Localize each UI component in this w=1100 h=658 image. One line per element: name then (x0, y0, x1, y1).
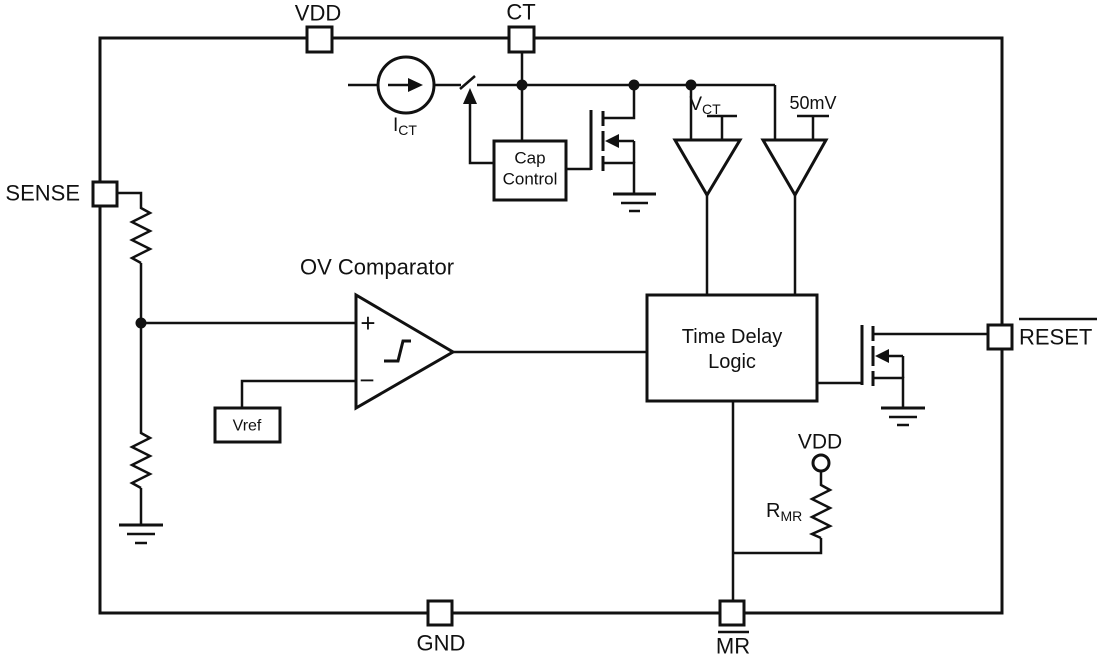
pin-box-vdd (305, 25, 334, 54)
pin-box-reset (986, 323, 1014, 351)
vref-block (213, 406, 282, 444)
cap-control-label-line2: Control (503, 170, 558, 189)
cap-control-label-line1: Cap (514, 149, 545, 168)
pin-mr: MR (716, 599, 750, 658)
pin-box-gnd (426, 599, 454, 627)
nmos-ct-discharge (589, 85, 656, 213)
nmos-drain-wire (603, 85, 636, 120)
fifty-mv-label: 50mV (789, 93, 836, 113)
switch-control-arrow-head (463, 88, 477, 104)
pin-label-sense: SENSE (5, 181, 80, 206)
rmr-bottom-wire (733, 538, 823, 555)
time-delay-label-line2: Logic (708, 351, 756, 373)
pin-box-mr (718, 599, 746, 627)
resistor-bottom-icon (129, 430, 153, 490)
rmr-resistor-icon (808, 483, 833, 540)
vct-comparator: VCT (672, 85, 743, 295)
pin-label-gnd: GND (417, 631, 466, 656)
switch-control-wire (468, 102, 494, 165)
ov-comparator-triangle (354, 292, 456, 411)
vct-label: VCT (689, 94, 721, 118)
minus-input-label: − (359, 365, 374, 395)
time-delay-logic-block (645, 293, 819, 403)
sense-divider (117, 191, 163, 545)
nmos-body-arrow-head (605, 134, 619, 148)
ground-icon (119, 523, 163, 545)
nmos-source-wire (873, 376, 905, 408)
vdd-internal-label: VDD (798, 431, 842, 454)
pin-label-mr: MR (716, 634, 750, 658)
pin-gnd: GND (417, 599, 466, 656)
fifty-mv-comparator: 50mV (760, 85, 837, 295)
nmos-body-arrow-head (875, 349, 889, 363)
sense-wire (117, 191, 143, 205)
ov-minus-input-wire (240, 379, 356, 408)
pin-sense: SENSE (5, 180, 119, 208)
mr-pullup: VDD RMR (733, 431, 842, 555)
pin-ct: CT (506, 0, 536, 54)
ground-icon (613, 192, 656, 213)
pin-label-vdd: VDD (295, 1, 341, 26)
cap-control-block (492, 139, 568, 202)
ov-comparator-title: OV Comparator (300, 255, 454, 280)
pin-label-ct: CT (506, 0, 535, 25)
time-delay-label-line1: Time Delay (682, 326, 782, 348)
plus-input-label: + (360, 308, 375, 338)
chip-outline (98, 36, 1004, 615)
switch-blade-icon (459, 75, 476, 90)
ct-charging-path (348, 55, 775, 165)
pin-vdd: VDD (295, 1, 341, 54)
nmos-reset-driver (860, 325, 988, 427)
hysteresis-icon (384, 339, 411, 363)
pin-box-ct (507, 25, 536, 54)
fifty-mv-comparator-triangle (760, 138, 829, 199)
resistor-top-icon (129, 205, 153, 265)
vref-label: Vref (233, 418, 262, 435)
pin-box-sense (91, 180, 119, 208)
nmos-source-wire (603, 161, 636, 194)
vdd-terminal-icon (811, 453, 831, 473)
ov-comparator: + − (141, 292, 647, 411)
pin-label-reset: RESET (1019, 325, 1092, 350)
pin-reset: RESET (986, 317, 1097, 351)
current-source-arrow-head (408, 78, 423, 92)
ict-label: ICT (393, 115, 417, 139)
vct-comparator-triangle (672, 138, 743, 198)
ground-icon (881, 406, 925, 427)
rmr-label: RMR (766, 500, 802, 524)
